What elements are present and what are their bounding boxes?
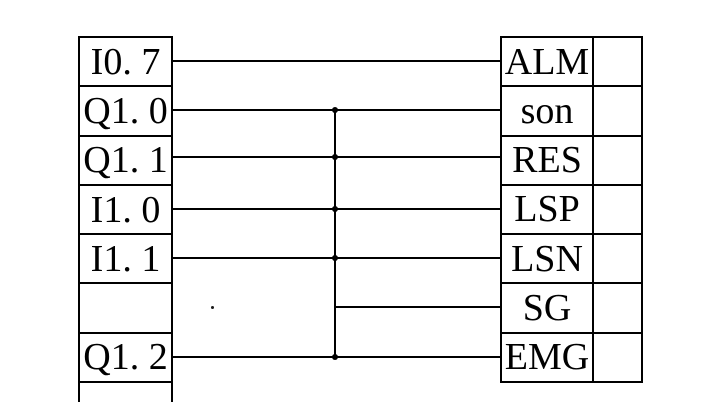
signal-row-emg: EMG xyxy=(502,333,641,381)
signal-empty-cell xyxy=(594,334,641,381)
signal-row-lsp: LSP xyxy=(502,185,641,236)
signal-empty-cell xyxy=(594,186,641,233)
signal-label-cell: LSN xyxy=(502,235,594,283)
signal-row-alm: ALM xyxy=(502,38,641,88)
signal-row-lsn: LSN xyxy=(502,235,641,285)
signal-label-cell: SG xyxy=(502,284,594,332)
plc-io-cell-q1-1: Q1. 1 xyxy=(80,137,171,186)
signal-label: ALM xyxy=(504,40,590,83)
junction-dot-res xyxy=(332,154,338,160)
plc-io-table: I0. 7 Q1. 0 Q1. 1 I1. 0 I1. 1 Q1. 2 xyxy=(78,36,173,402)
plc-io-cell-q1-0: Q1. 0 xyxy=(80,87,171,137)
signal-label: LSN xyxy=(511,237,583,280)
plc-io-label: Q1. 0 xyxy=(83,89,168,132)
signal-empty-cell xyxy=(594,87,641,134)
plc-io-label: I1. 1 xyxy=(90,237,161,280)
signal-label: LSP xyxy=(514,188,580,231)
signal-label-cell: son xyxy=(502,87,594,135)
plc-io-cell-q1-2: Q1. 2 xyxy=(80,334,171,384)
junction-dot-son xyxy=(332,107,338,113)
signal-label-cell: RES xyxy=(502,136,594,184)
junction-dot-lsp xyxy=(332,206,338,212)
plc-io-label: Q1. 2 xyxy=(83,336,168,379)
plc-io-label: Q1. 1 xyxy=(83,139,168,182)
signal-label: RES xyxy=(512,139,582,182)
wire-i0-7-to-alm xyxy=(172,60,500,62)
signal-empty-cell xyxy=(594,137,641,184)
signal-empty-cell xyxy=(594,38,641,85)
plc-io-label: I0. 7 xyxy=(90,40,161,83)
bus-vertical-wire xyxy=(334,109,336,358)
servo-signal-table: ALM son RES LSP LSN SG EMG xyxy=(500,36,643,383)
wire-bus-to-sg xyxy=(334,306,500,308)
signal-empty-cell xyxy=(594,284,641,331)
signal-label: EMG xyxy=(504,336,590,379)
signal-row-sg: SG xyxy=(502,284,641,334)
signal-empty-cell xyxy=(594,235,641,282)
plc-io-cell-i0-7: I0. 7 xyxy=(80,38,171,88)
plc-io-label: I1. 0 xyxy=(90,188,161,231)
junction-dot-lsn xyxy=(332,255,338,261)
signal-label-cell: EMG xyxy=(502,333,594,381)
signal-label: SG xyxy=(522,287,572,330)
plc-io-cell-partial xyxy=(80,383,171,401)
signal-label: son xyxy=(520,89,574,132)
signal-label-cell: ALM xyxy=(502,38,594,86)
plc-io-cell-empty xyxy=(80,284,171,334)
plc-io-cell-i1-1: I1. 1 xyxy=(80,235,171,285)
signal-label-cell: LSP xyxy=(502,185,594,234)
plc-io-cell-i1-0: I1. 0 xyxy=(80,186,171,236)
signal-row-res: RES xyxy=(502,136,641,186)
signal-row-son: son xyxy=(502,87,641,137)
junction-dot-emg xyxy=(332,354,338,360)
stray-mark xyxy=(211,306,214,309)
